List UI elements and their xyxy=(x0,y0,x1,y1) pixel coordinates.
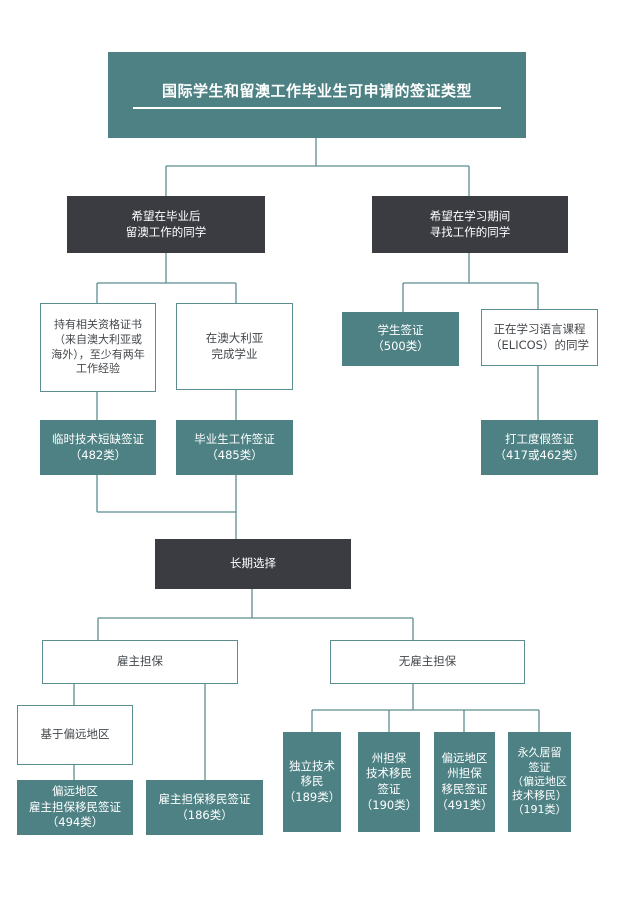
state-nominated-visa-190: 州担保 技术移民 签证 （190类） xyxy=(358,732,420,832)
permanent-regional-visa-191: 永久居留 签证 （偏远地区 技术移民） （191类） xyxy=(508,732,571,832)
page-title: 国际学生和留澳工作毕业生可申请的签证类型 xyxy=(161,81,472,100)
path-completed-study: 在澳大利亚 完成学业 xyxy=(176,303,293,390)
student-visa-500: 学生签证 （500类） xyxy=(342,312,459,366)
skilled-independent-visa-189: 独立技术 移民 （189类） xyxy=(283,732,341,832)
path-qualified-experience: 持有相关资格证书 （来自澳大利亚或 海外），至少有两年 工作经验 xyxy=(40,303,156,392)
title-underline xyxy=(133,107,501,110)
employer-nomination-visa-186: 雇主担保移民签证 （186类） xyxy=(146,780,263,835)
branch-during-study: 希望在学习期间 寻找工作的同学 xyxy=(372,196,568,253)
regional-employer-visa-494: 偏远地区 雇主担保移民签证 （494类） xyxy=(17,780,133,835)
employer-sponsored: 雇主担保 xyxy=(42,640,238,684)
regional-basis: 基于偏远地区 xyxy=(17,705,133,765)
graduate-visa-485: 毕业生工作签证 （485类） xyxy=(176,420,293,475)
title-banner: 国际学生和留澳工作毕业生可申请的签证类型 xyxy=(108,52,526,138)
long-term-options: 长期选择 xyxy=(155,539,351,589)
regional-state-visa-491: 偏远地区 州担保 移民签证 （491类） xyxy=(434,732,495,832)
branch-after-graduation: 希望在毕业后 留澳工作的同学 xyxy=(67,196,265,253)
path-elicos-students: 正在学习语言课程 （ELICOS）的同学 xyxy=(481,309,598,366)
no-employer-sponsor: 无雇主担保 xyxy=(330,640,525,684)
tss-visa-482: 临时技术短缺签证 （482类） xyxy=(40,420,156,475)
working-holiday-visa: 打工度假签证 （417或462类） xyxy=(481,420,598,475)
